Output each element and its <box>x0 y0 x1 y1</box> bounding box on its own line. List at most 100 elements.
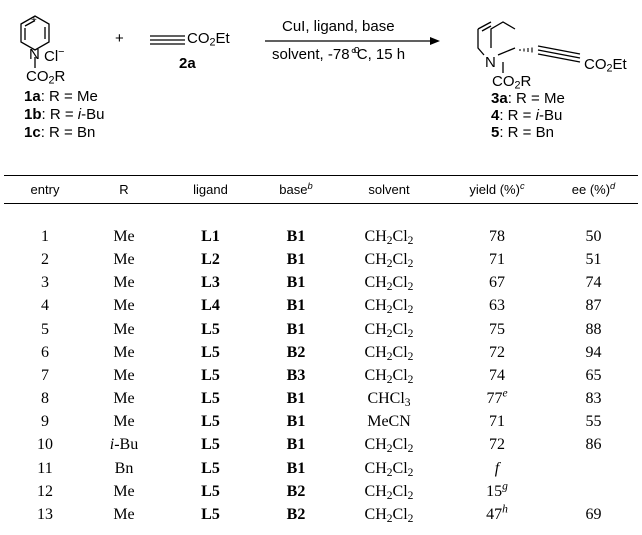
cell-ligand: L4 <box>201 297 220 315</box>
cell-ligand: L2 <box>201 250 220 268</box>
prod-label-4: 4: R = i-Bu <box>491 107 563 124</box>
cell-entry: 9 <box>41 413 49 431</box>
table-spacer <box>4 202 638 225</box>
cell-entry: 11 <box>37 459 53 477</box>
cell-entry: 12 <box>37 482 53 500</box>
product-substituent: CO2R <box>492 73 532 92</box>
product-alkyne <box>537 45 581 63</box>
sm-label-1a: 1a: R = Me <box>24 88 98 105</box>
cell-base: B3 <box>286 366 306 384</box>
cell-R: Me <box>113 482 135 500</box>
col-header-entry: entry <box>30 182 60 197</box>
cell-yield: 71 <box>489 413 505 431</box>
cell-entry: 7 <box>41 366 49 384</box>
cell-ee: 65 <box>585 366 602 384</box>
reaction-scheme: + N Cl− CO2R 1a: R = Me 1b: R = i-Bu 1c:… <box>0 0 642 170</box>
cell-R: Me <box>113 274 135 292</box>
footnote-mark: g <box>502 480 508 493</box>
pyridinium-nitrogen: N <box>29 46 40 63</box>
cell-ligand: L5 <box>201 506 220 524</box>
cell-base: B1 <box>286 436 306 454</box>
cell-base: B2 <box>286 506 306 524</box>
cell-yield: 72 <box>489 436 505 454</box>
cell-ee: 50 <box>585 227 602 245</box>
cell-entry: 10 <box>37 436 53 454</box>
sm-substituent: CO2R <box>26 68 66 87</box>
cell-solvent: CH2Cl2 <box>364 506 414 525</box>
counterion: Cl− <box>44 46 65 65</box>
cell-base: B1 <box>286 390 306 408</box>
cell-solvent: CH2Cl2 <box>364 320 414 340</box>
cell-ee: 87 <box>585 297 602 315</box>
cell-ligand: L5 <box>201 436 220 454</box>
cell-ligand: L5 <box>201 413 220 431</box>
footnote-mark: f <box>494 459 500 477</box>
cell-entry: 4 <box>41 297 49 315</box>
cell-ligand: L5 <box>201 320 220 338</box>
cell-R: Me <box>113 343 135 361</box>
cell-yield: 74 <box>489 366 505 384</box>
cell-solvent: CH2Cl2 <box>364 436 414 456</box>
cell-ee <box>549 480 638 503</box>
cell-entry: 5 <box>41 320 49 338</box>
scheme-structures <box>20 15 581 73</box>
cell-yield: 63 <box>489 297 505 315</box>
cell-ligand: L5 <box>201 343 220 361</box>
col-header-R: R <box>119 182 129 197</box>
sm-label-1b: 1b: R = i-Bu <box>24 106 105 123</box>
cell-ee: 51 <box>585 250 602 268</box>
prod-label-5: 5: R = Bn <box>491 124 554 141</box>
col-header-base: baseb <box>279 180 313 197</box>
cell-ligand: L3 <box>201 274 220 292</box>
cell-base: B1 <box>286 413 306 431</box>
footnote-mark: h <box>502 503 508 516</box>
cell-ee: 94 <box>585 343 602 361</box>
reagent-ester: CO2Et <box>187 30 230 49</box>
cell-ligand: L5 <box>201 459 220 477</box>
footnote-mark: e <box>502 387 508 400</box>
conditions-top: CuI, ligand, base <box>282 18 395 35</box>
cell-solvent: CH2Cl2 <box>364 227 414 247</box>
cell-entry: 2 <box>41 250 49 268</box>
cell-yield: 77e <box>486 387 508 408</box>
cell-solvent: CH2Cl2 <box>364 274 414 294</box>
cell-R: Me <box>113 390 135 408</box>
cell-ligand: L5 <box>201 390 220 408</box>
col-header-ee: ee (%)d <box>571 180 616 197</box>
hashed-wedge-bond <box>519 47 533 53</box>
cell-R: Me <box>113 250 135 268</box>
cell-yield: 71 <box>489 250 505 268</box>
table-top-rule <box>4 175 638 176</box>
cell-entry: 1 <box>41 227 49 245</box>
product-ester: CO2Et <box>584 56 627 75</box>
reaction-arrow <box>265 37 440 45</box>
cell-base: B1 <box>286 320 306 338</box>
col-header-yield: yield (%)c <box>469 180 525 197</box>
dihydropyridine-ring <box>477 21 516 73</box>
cell-base: B1 <box>286 297 306 315</box>
cell-ee: 69 <box>585 506 602 524</box>
pyridinium-charge: + <box>31 15 37 26</box>
cell-base: B1 <box>286 250 306 268</box>
cell-R: Me <box>113 227 135 245</box>
cell-ee: 86 <box>585 436 602 454</box>
product-nitrogen: N <box>485 54 496 71</box>
cell-yield: f <box>445 457 549 480</box>
cell-R: i-Bu <box>109 436 139 454</box>
cell-entry: 8 <box>41 390 49 408</box>
cell-base: B2 <box>286 482 306 500</box>
cell-yield: 75 <box>489 320 505 338</box>
table-row: 10 i-Bu L5 B1 CH2Cl2 72 86 <box>4 434 638 457</box>
